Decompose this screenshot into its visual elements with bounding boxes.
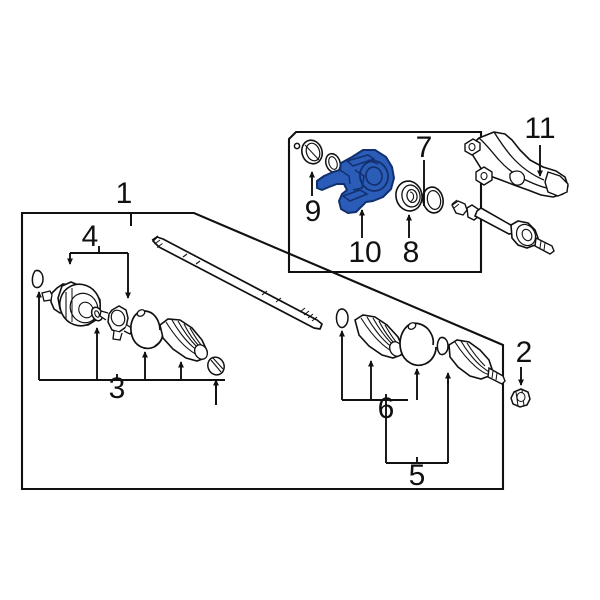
tripod-spider-joint bbox=[99, 305, 134, 341]
bracket-web-line-b bbox=[339, 169, 351, 185]
heat-shield-crease-b bbox=[493, 131, 545, 181]
inboard-circlip-small bbox=[31, 269, 44, 289]
shaft-right-spline-d bbox=[311, 316, 318, 322]
bearing-support-bracket-highlighted bbox=[316, 149, 395, 214]
callout-label-3: 3 bbox=[109, 372, 126, 405]
spider-bore bbox=[110, 309, 126, 327]
spider-trunnion-left bbox=[99, 310, 109, 321]
shaft-collar-2b bbox=[275, 297, 282, 303]
dust-seal-ring bbox=[300, 139, 324, 165]
callout-labels: 1 2 3 4 5 6 7 8 9 10 11 bbox=[82, 112, 556, 492]
bearing-core-mark bbox=[409, 191, 415, 202]
heat-shield-cover bbox=[464, 131, 569, 198]
circlip-small-body bbox=[31, 269, 44, 289]
spider-trunnion-bottom bbox=[112, 330, 123, 341]
callout-label-11: 11 bbox=[524, 112, 555, 145]
callout-label-1: 1 bbox=[116, 177, 133, 210]
heat-shield-tab-hole-left bbox=[468, 142, 476, 152]
boot-clamp-ring-left bbox=[129, 309, 164, 350]
callout-label-10: 10 bbox=[348, 236, 381, 269]
callout-label-9: 9 bbox=[305, 195, 322, 228]
outboard-clamp-ear bbox=[407, 322, 417, 330]
callout-label-8: 8 bbox=[403, 236, 420, 269]
callout-label-6: 6 bbox=[378, 392, 395, 425]
shaft-right-spline-c bbox=[307, 313, 314, 319]
dust-seal-inner bbox=[305, 142, 321, 162]
hub-nut-bore bbox=[516, 392, 526, 402]
upper-assembly-panel bbox=[287, 130, 483, 274]
main-assembly-panel bbox=[20, 211, 505, 491]
dust-seal-seam bbox=[304, 144, 320, 161]
retaining-ring-inner bbox=[426, 190, 442, 210]
outboard-stub-spline-b bbox=[495, 372, 498, 381]
boot-left-small-end bbox=[193, 344, 209, 360]
outboard-cv-rib-3 bbox=[466, 342, 486, 367]
heat-shield-clip bbox=[509, 170, 526, 186]
bracket-web-line-c bbox=[367, 159, 379, 165]
shaft-body bbox=[152, 236, 323, 330]
inboard-boot-left bbox=[159, 318, 209, 362]
outboard-clamp-tab-b bbox=[427, 328, 435, 346]
half-shaft-spline-a bbox=[451, 199, 458, 205]
shaft-right-spline-b bbox=[303, 310, 310, 316]
hub-nut bbox=[510, 388, 531, 408]
shaft-spline-a bbox=[154, 239, 161, 245]
shaft-collar-1a bbox=[182, 253, 188, 258]
small-clamp-seam-b bbox=[212, 357, 224, 370]
cv-joint-race bbox=[78, 301, 94, 319]
small-clamp-seam-a bbox=[210, 359, 222, 373]
clamp-ring-tab-b bbox=[153, 314, 161, 331]
outboard-small-clip-body bbox=[436, 336, 449, 356]
callout-label-4: 4 bbox=[82, 220, 99, 253]
half-shaft-stub-spline-a bbox=[539, 240, 542, 249]
small-ring-inner bbox=[328, 156, 338, 170]
half-shaft-spline-b bbox=[453, 203, 460, 209]
outboard-cv-joint bbox=[448, 339, 506, 385]
callout-label-5: 5 bbox=[409, 459, 426, 492]
outboard-circlip-body bbox=[335, 308, 349, 329]
shaft-collar-1b bbox=[195, 260, 201, 265]
leader-lines bbox=[36, 145, 543, 464]
outboard-boot bbox=[354, 314, 404, 359]
shaft-left-tip bbox=[151, 235, 159, 241]
bracket-lower-slot bbox=[341, 189, 369, 202]
inboard-cv-joint bbox=[41, 281, 102, 327]
callout-label-2: 2 bbox=[516, 336, 533, 369]
shaft-right-spline-a bbox=[299, 307, 306, 313]
cv-joint-shaft-stub bbox=[41, 290, 53, 302]
drive-shaft-bar bbox=[151, 235, 323, 330]
half-shaft-joint-race bbox=[521, 228, 533, 242]
panel-corner-dot bbox=[293, 142, 301, 150]
boot-clamp-small-left bbox=[207, 356, 225, 376]
outboard-clamp-tail bbox=[426, 346, 437, 364]
bracket-web-line-a bbox=[352, 169, 365, 191]
heat-shield-tab-hole-bottom bbox=[480, 171, 488, 181]
bracket-upper-rib bbox=[345, 154, 376, 167]
shaft-spline-b bbox=[156, 243, 163, 248]
heat-shield-end-cap bbox=[544, 171, 569, 197]
outboard-small-clip bbox=[436, 336, 449, 356]
clamp-ring-ear bbox=[136, 309, 146, 317]
support-bearing bbox=[395, 180, 423, 212]
callout-label-7: 7 bbox=[416, 131, 433, 164]
outboard-clamp-ring bbox=[399, 322, 437, 367]
half-shaft-stub-spline-b bbox=[543, 242, 546, 251]
half-shaft bbox=[451, 199, 555, 255]
washer-inner bbox=[94, 310, 100, 318]
upper-panel-outline bbox=[287, 130, 483, 274]
shaft-collar-2a bbox=[261, 290, 268, 296]
outboard-circlip-small bbox=[335, 308, 349, 329]
bracket-bearing-bore-inner bbox=[365, 166, 383, 186]
outboard-stub-spline-a bbox=[491, 370, 494, 379]
